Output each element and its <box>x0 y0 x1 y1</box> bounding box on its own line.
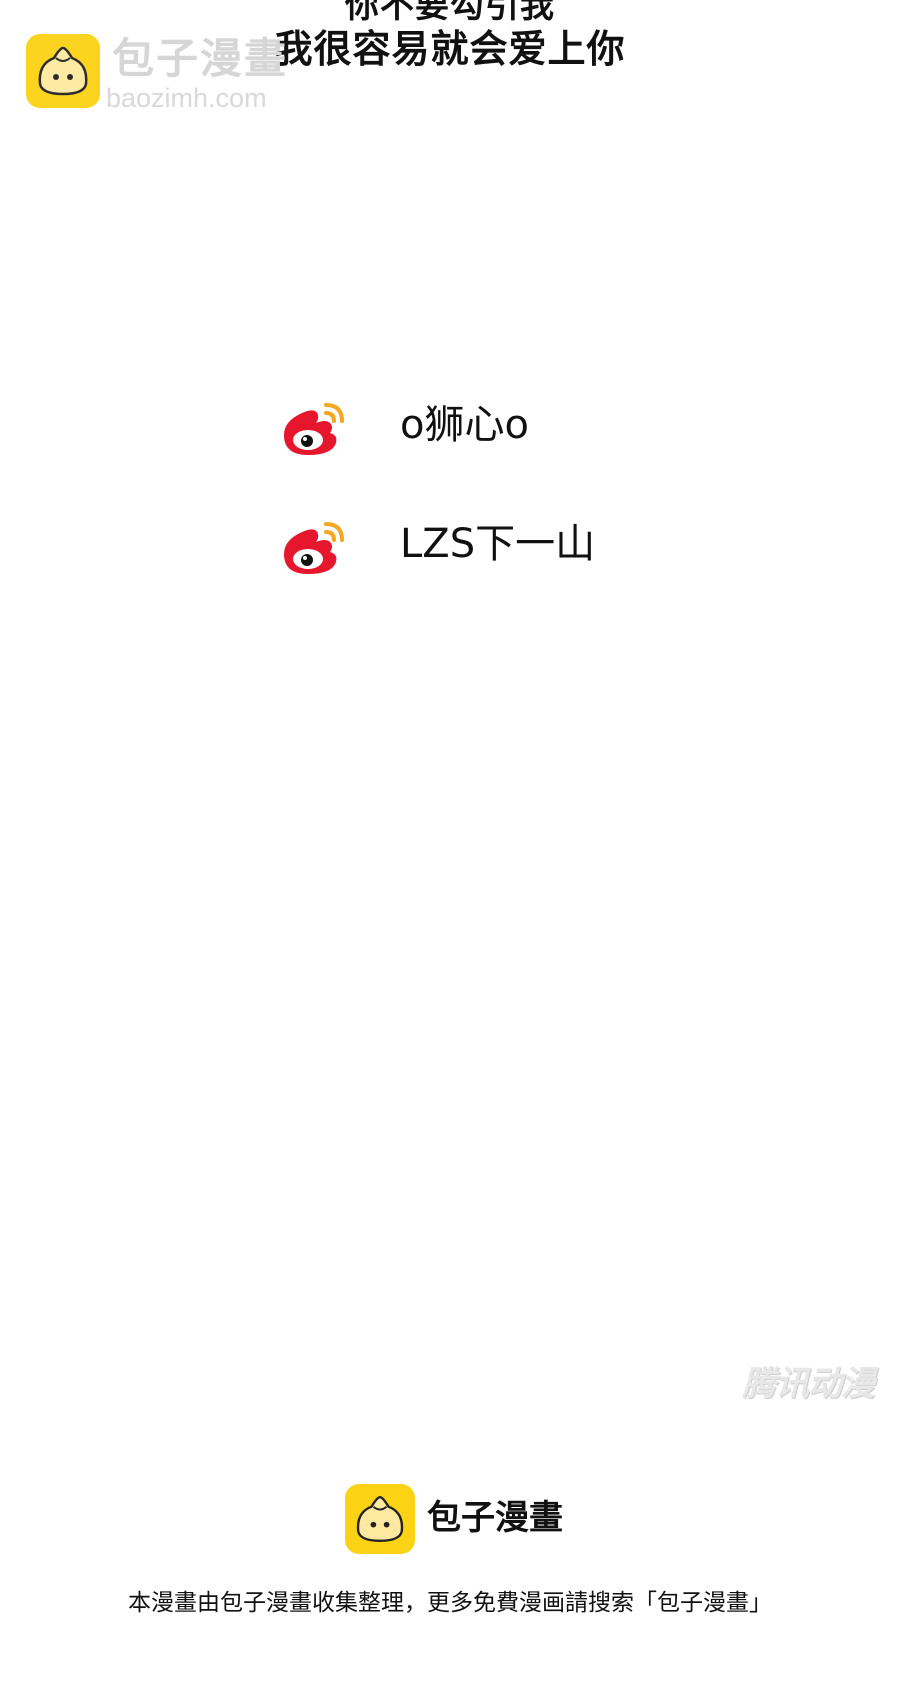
watermark-url: baozimh.com <box>106 83 267 113</box>
credit-handle: LZS下一山 <box>400 521 596 567</box>
credit-row: o狮心o <box>278 395 698 465</box>
baozi-logo-icon <box>345 1484 415 1554</box>
weibo-icon <box>278 514 350 578</box>
watermark-brand: 包子漫畫 <box>112 34 289 83</box>
heading-line-2: 我很容易就会爱上你 <box>274 27 626 71</box>
credit-handle: o狮心o <box>400 402 529 448</box>
heading-line-1: 你不要勾引我 <box>345 0 555 26</box>
footer-brand: 包子漫畫 <box>345 1484 605 1554</box>
baozi-watermark: 包子漫畫 baozimh.com <box>26 34 326 116</box>
publisher-watermark: 腾讯动漫 <box>742 1364 875 1404</box>
credit-row: LZS下一山 <box>278 514 698 584</box>
footer-note: 本漫畫由包子漫畫收集整理，更多免費漫画請搜索「包子漫畫」 <box>128 1590 772 1616</box>
weibo-icon <box>278 395 350 459</box>
footer-brand-name: 包子漫畫 <box>427 1498 563 1538</box>
baozi-logo-icon <box>26 34 100 108</box>
